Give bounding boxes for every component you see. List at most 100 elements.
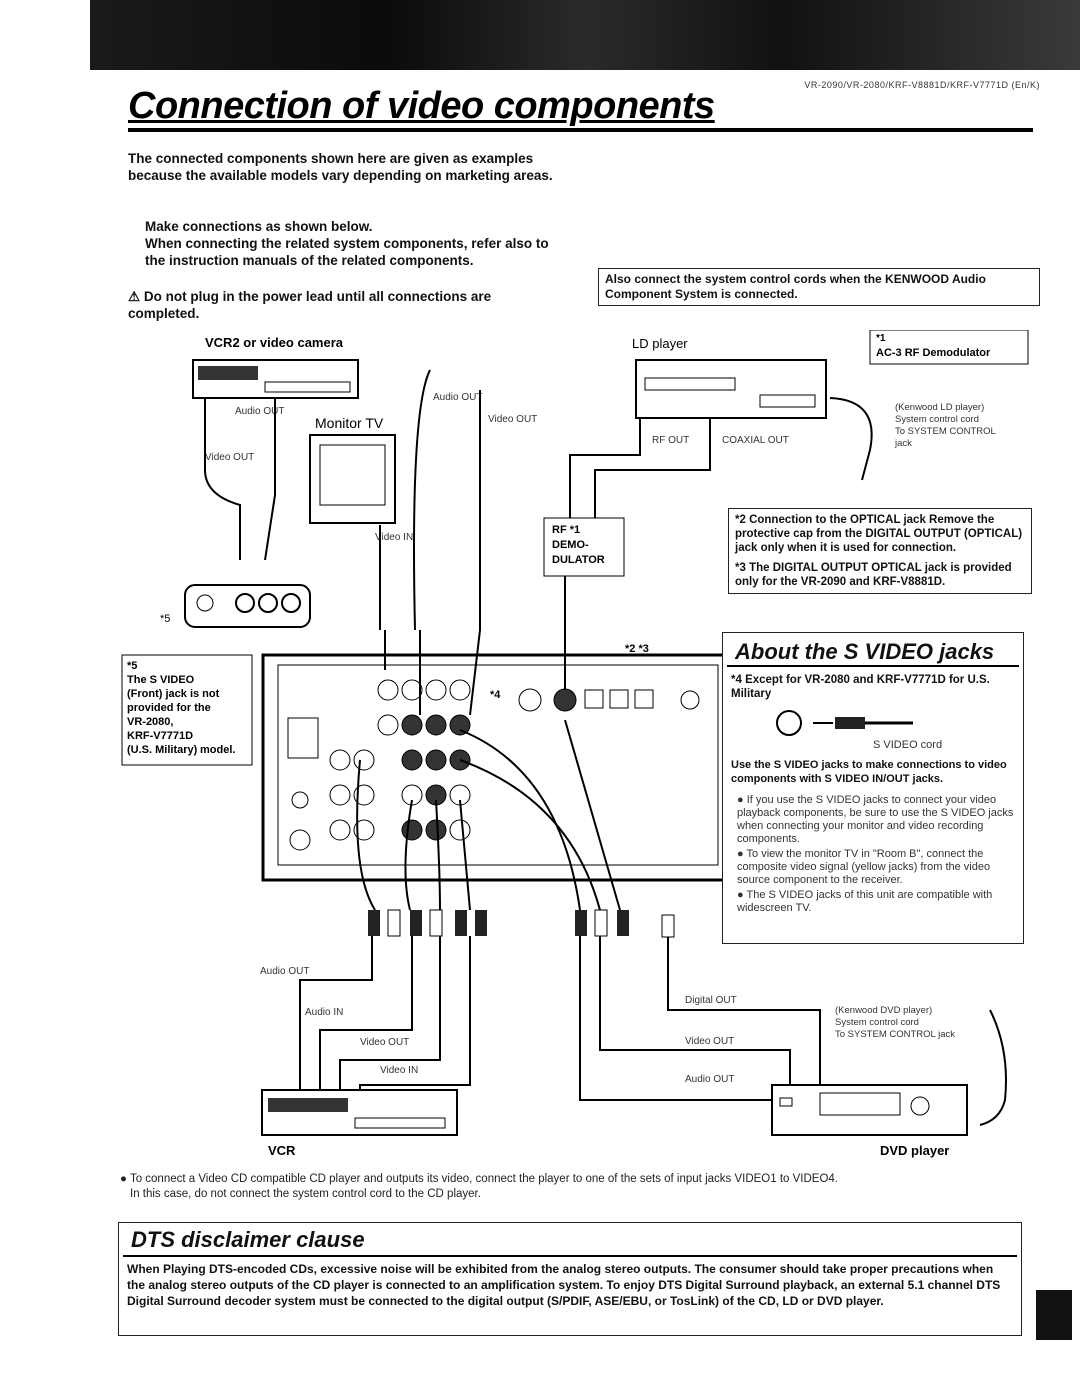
monitor-video-out: Video OUT (488, 414, 537, 425)
ld-rf-out: RF OUT (652, 435, 689, 446)
monitor-screen (319, 444, 386, 506)
wire-audio-out (299, 936, 373, 1120)
ld-coaxial-out: COAXIAL OUT (722, 435, 789, 446)
ld-note-3: To SYSTEM CONTROL (895, 426, 996, 437)
ld-disc-tray (644, 377, 736, 391)
mark-2-3: *2 *3 (625, 643, 649, 655)
note5-line8: model. (200, 744, 235, 756)
model-line: VR-2090/VR-2080/KRF-V8881D/KRF-V7771D (E… (804, 80, 1040, 90)
ld-note-4: jack (894, 438, 912, 449)
front-audio-l-jack (258, 593, 278, 613)
note5-line3: (Front) jack is not (127, 688, 220, 700)
monitor-video-in: Video IN (375, 532, 413, 543)
wire-dvd-video (599, 936, 791, 1090)
dvd-note-1: (Kenwood DVD player) (835, 1005, 932, 1016)
ac3-box (869, 330, 1029, 365)
receiver-rear-panel (261, 653, 735, 882)
dts-heading: DTS disclaimer clause (123, 1223, 1017, 1257)
vcr2-controls (264, 381, 351, 393)
cable-dvd-1 (459, 729, 581, 911)
receiver-inner-panel (277, 664, 719, 866)
svideo-bullet-2: ● To view the monitor TV in "Room B", co… (737, 848, 991, 886)
monitor-tv (309, 434, 396, 524)
note5-line7: (U.S. Military) (127, 744, 198, 756)
note5-line2: The S VIDEO (127, 674, 195, 686)
label-video-out: Video OUT (360, 1037, 409, 1048)
monitor-audio-cable (413, 369, 431, 631)
ld-rf-cable (569, 418, 641, 518)
note5-box (121, 654, 253, 766)
ac3-label: AC-3 RF Demodulator (876, 347, 991, 359)
cable-vcr-2 (404, 799, 413, 911)
vcr2-video-cable (204, 398, 241, 560)
ld-system-cord (829, 397, 873, 481)
note5-line6: KRF-V7771D (127, 730, 193, 742)
note5-line4: provided for the (127, 702, 211, 714)
label-audio-out: Audio OUT (260, 966, 309, 977)
dvd-label: DVD player (880, 1143, 949, 1158)
dvd-knob (910, 1096, 930, 1116)
connection-diagram: VCR2 or video camera Audio OUT Video OUT… (121, 330, 1029, 1158)
dvd-device (771, 1084, 968, 1136)
label-digital-out: Digital OUT (685, 995, 737, 1006)
cable-c (469, 629, 481, 716)
rf-demod-line2: DEMO- (552, 539, 589, 551)
front-video-jack (235, 593, 255, 613)
dvd-power (779, 1097, 793, 1107)
ld-player (635, 359, 827, 419)
cable-dvd-3 (564, 719, 621, 911)
wire-dvd-digital (667, 937, 821, 1090)
note5-line1: *5 (127, 660, 137, 672)
ld-note-1: (Kenwood LD player) (895, 402, 984, 413)
system-control-note: Also connect the system control cords wh… (598, 268, 1040, 306)
cable-vcr-3 (435, 799, 441, 911)
label-audio-in: Audio IN (305, 1007, 343, 1018)
ac3-mark: *1 (876, 333, 886, 344)
cable-vcr-4 (459, 799, 471, 911)
dvd-note-3: To SYSTEM CONTROL jack (835, 1029, 955, 1040)
vcr-tape-slot (268, 1098, 348, 1112)
front-svideo-jack (196, 594, 214, 612)
vcr2-tape-slot (198, 366, 258, 380)
mark-4: *4 (490, 689, 501, 701)
optical-notes: *2 Connection to the OPTICAL jack Remove… (728, 508, 1032, 594)
note5-line5: VR-2080, (127, 716, 173, 728)
vcr2-video-out: Video OUT (205, 452, 254, 463)
ld-controls (759, 394, 816, 408)
svideo-heading: About the S VIDEO jacks (727, 633, 1019, 667)
intro-refer-manuals: When connecting the related system compo… (145, 236, 549, 268)
svideo-panel: About the S VIDEO jacks *4 Except for VR… (722, 632, 1024, 944)
vcr-controls (354, 1117, 446, 1129)
cable-dvd-2 (459, 759, 601, 911)
vcr-label: VCR (268, 1143, 296, 1158)
svideo-bold-note: Use the S VIDEO jacks to make connection… (731, 759, 1007, 785)
header-banner (90, 0, 1080, 70)
dts-disclaimer: DTS disclaimer clause When Playing DTS-e… (118, 1222, 1022, 1336)
label-audio-out-dvd: Audio OUT (685, 1074, 734, 1085)
dts-text: When Playing DTS-encoded CDs, excessive … (127, 1262, 1001, 1308)
front-audio-r-jack (281, 593, 301, 613)
vcr2-audio-out: Audio OUT (235, 406, 284, 417)
monitor-audio-out: Audio OUT (433, 392, 482, 403)
wire-audio-in (319, 936, 413, 1120)
optical-note-2: *2 Connection to the OPTICAL jack Remove… (735, 514, 1023, 554)
svideo-cord-icon (723, 701, 1023, 739)
intro-make-connections: Make connections as shown below. (145, 219, 373, 234)
svideo-bullet-1: ● If you use the S VIDEO jacks to connec… (737, 794, 1014, 845)
plug-row (368, 909, 675, 938)
warning-icon: ⚠ (128, 289, 144, 304)
vcr2-audio-cable (264, 398, 276, 561)
label-video-out-dvd: Video OUT (685, 1036, 734, 1047)
svideo-bullet-3: ● The S VIDEO jacks of this unit are com… (737, 889, 993, 914)
cable-vcr-1 (356, 759, 376, 911)
title-rule (128, 128, 1033, 132)
receiver-jacks (287, 679, 700, 851)
intro-paragraph: The connected components shown here are … (128, 151, 553, 183)
dvd-system-cord (979, 1009, 1007, 1126)
footnote-videocd: ● To connect a Video CD compatible CD pl… (120, 1173, 839, 1200)
vcr2-label: VCR2 or video camera (205, 335, 344, 350)
svideo-note-4: *4 Except for VR-2080 and KRF-V7771D for… (731, 674, 990, 700)
rf-demodulator (543, 517, 625, 577)
front-jack-panel (184, 584, 311, 628)
intro-warning: ⚠ Do not plug in the power lead until al… (128, 289, 492, 321)
